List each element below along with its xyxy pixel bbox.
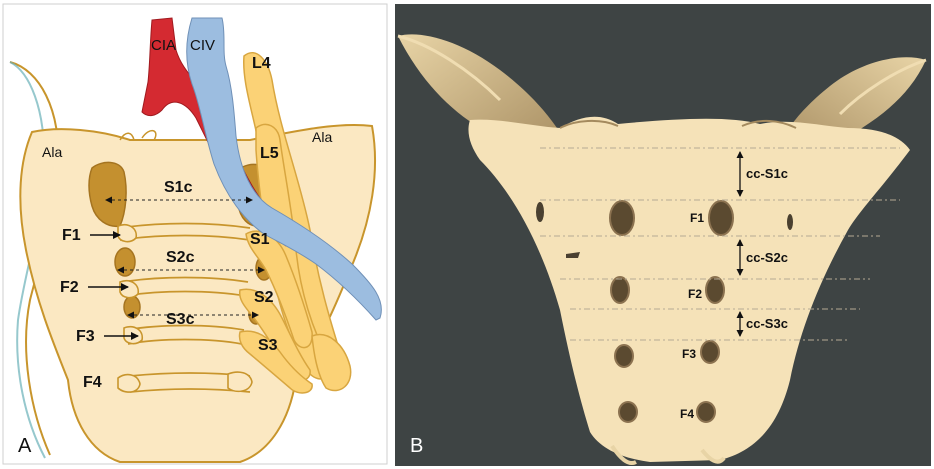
label-s2c: S2c <box>166 249 195 266</box>
foramen-f4-right <box>697 402 715 422</box>
foramen-f3-right <box>701 341 719 363</box>
label-ala-right: Ala <box>312 129 332 145</box>
foramen-f2-left <box>611 277 629 303</box>
ganglion-s3-left <box>124 296 140 318</box>
label-cia: CIA <box>151 37 176 54</box>
label-cc-s3c: cc-S3c <box>746 316 788 331</box>
panel-a: CIA CIV L4 L5 Ala Ala S1c S2c S3c S1 S2 … <box>3 4 387 464</box>
label-s2: S2 <box>254 289 274 306</box>
label-s1: S1 <box>250 231 270 248</box>
foramen-f4-left <box>619 402 637 422</box>
label-b-f4: F4 <box>680 407 694 421</box>
panel-b: cc-S1c cc-S2c cc-S3c F1 F2 F3 F4 B <box>395 4 931 466</box>
lateral-hole-right <box>787 214 793 230</box>
label-b-f1: F1 <box>690 211 704 225</box>
foramen-f1-right <box>709 201 733 235</box>
label-s3c: S3c <box>166 311 195 328</box>
label-cc-s1c: cc-S1c <box>746 166 788 181</box>
label-f2: F2 <box>60 279 79 296</box>
label-l5: L5 <box>260 145 279 162</box>
lateral-hole-left <box>536 202 544 222</box>
panel-a-letter: A <box>18 435 32 457</box>
label-ala-left: Ala <box>42 144 62 160</box>
label-f4: F4 <box>83 374 102 391</box>
foramen-f2-right <box>706 277 724 303</box>
ganglion-s2-left <box>115 248 135 276</box>
panel-b-letter: B <box>410 435 423 457</box>
label-b-f2: F2 <box>688 287 702 301</box>
label-f1: F1 <box>62 227 81 244</box>
label-cc-s2c: cc-S2c <box>746 250 788 265</box>
foramen-f1-left <box>610 201 634 235</box>
label-l4: L4 <box>252 55 271 72</box>
label-s1c: S1c <box>164 179 193 196</box>
label-civ: CIV <box>190 37 215 54</box>
foramen-f3-left <box>615 345 633 367</box>
label-s3: S3 <box>258 337 278 354</box>
label-f3: F3 <box>76 328 95 345</box>
label-b-f3: F3 <box>682 347 696 361</box>
